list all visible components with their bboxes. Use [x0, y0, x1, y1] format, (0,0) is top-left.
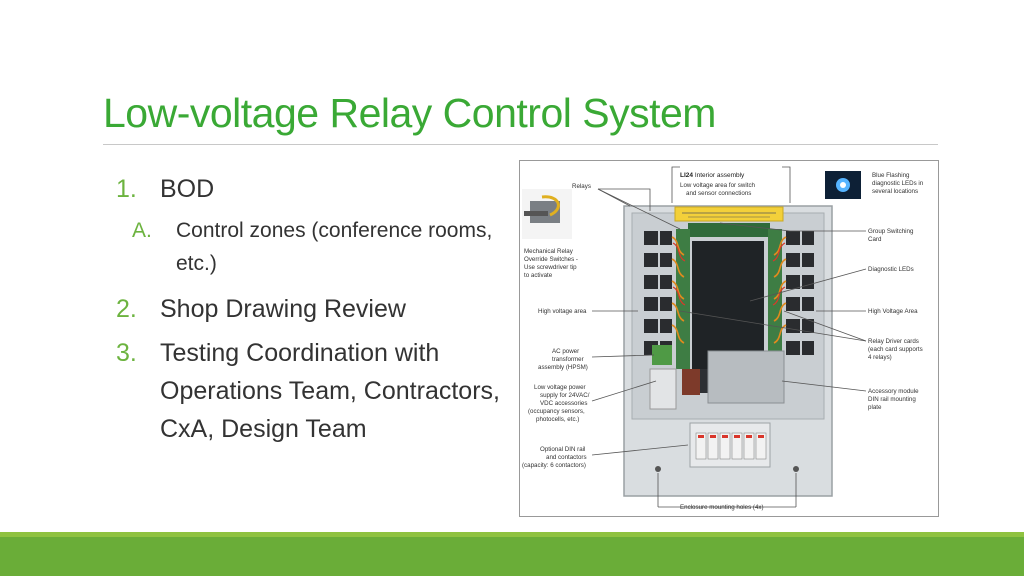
label-lv-1: Low voltage power: [534, 384, 586, 391]
list-item-text: Testing Coordination with Operations Tea…: [160, 339, 500, 443]
label-acc-1: Accessory module: [868, 388, 919, 395]
list-item-bod: 1. BOD: [116, 170, 506, 208]
label-relay-2: (each card supports: [868, 346, 923, 353]
sub-item-text: Control zones (conference rooms, etc.): [176, 219, 493, 275]
warning-label: [674, 206, 784, 222]
sub-item-letter: A.: [132, 219, 152, 242]
list-item-shop-drawing: 2. Shop Drawing Review: [116, 290, 506, 328]
label-lv-3: VDC accessories: [540, 400, 587, 407]
list-item-testing: 3. Testing Coordination with Operations …: [116, 334, 506, 448]
list-number: 2.: [116, 295, 137, 323]
label-lv-2: supply for 24VAC/: [540, 392, 590, 399]
label-mech-2: Override Switches -: [524, 256, 578, 263]
mounting-hole: [655, 466, 661, 472]
label-ac-3: assembly (HPSM): [538, 364, 588, 371]
ac-transformer: [652, 345, 672, 365]
label-mech-3: Use screwdriver tip: [524, 264, 577, 271]
label-ac-2: transformer: [552, 356, 584, 363]
label-diagnostic: Diagnostic LEDs: [868, 266, 914, 273]
label-din-1: Optional DIN rail: [540, 446, 585, 453]
list-item-text: Shop Drawing Review: [160, 295, 406, 323]
label-blue-3: several locations: [872, 188, 918, 195]
label-group-1: Group Switching: [868, 228, 914, 235]
mounting-hole: [793, 466, 799, 472]
accessory-plate: [707, 350, 785, 404]
label-acc-2: DIN rail mounting: [868, 396, 916, 403]
list-number: 3.: [116, 339, 137, 367]
label-mech-1: Mechanical Relay: [524, 248, 574, 255]
label-group-2: Card: [868, 236, 882, 243]
relay-panel-diagram: LI24 Interior assembly Low voltage area …: [519, 160, 939, 517]
label-blue-2: diagnostic LEDs in: [872, 180, 924, 187]
label-din-3: (capacity: 6 contactors): [522, 462, 586, 469]
label-mech-4: to activate: [524, 272, 553, 279]
label-hv-right: High Voltage Area: [868, 308, 918, 315]
footer-accent-line: [0, 532, 1024, 537]
header-label: LI24 Interior assembly: [680, 172, 745, 179]
label-din-2: and contactors: [546, 454, 587, 461]
relay-bank-left: [644, 231, 672, 355]
header-line-2: Low voltage area for switch: [680, 182, 756, 189]
header-line-3: and sensor connections: [686, 190, 751, 197]
label-relays: Relays: [572, 183, 591, 190]
list-number: 1.: [116, 175, 137, 203]
label-ac-1: AC power: [552, 348, 579, 355]
relay-driver-cards: [671, 229, 787, 369]
label-blue-1: Blue Flashing: [872, 172, 910, 179]
label-relay-1: Relay Driver cards: [868, 338, 919, 345]
relay-panel-illustration: LI24 Interior assembly Low voltage area …: [522, 166, 924, 511]
label-mounting-holes: Enclosure mounting holes (4x): [680, 504, 764, 511]
slide-title: Low-voltage Relay Control System: [103, 90, 716, 136]
label-acc-3: plate: [868, 404, 882, 411]
label-lv-5: photocells, etc.): [536, 416, 579, 423]
title-divider: [103, 144, 938, 145]
sub-item-control-zones: A. Control zones (conference rooms, etc.…: [116, 214, 506, 280]
bullet-list: 1. BOD A. Control zones (conference room…: [116, 170, 506, 448]
callout-lines: [591, 166, 867, 508]
label-hv-left: High voltage area: [538, 308, 587, 315]
list-item-text: BOD: [160, 175, 215, 203]
footer-bar: [0, 537, 1024, 576]
label-relay-3: 4 relays): [868, 354, 892, 361]
label-lv-4: (occupancy sensors,: [528, 408, 585, 415]
